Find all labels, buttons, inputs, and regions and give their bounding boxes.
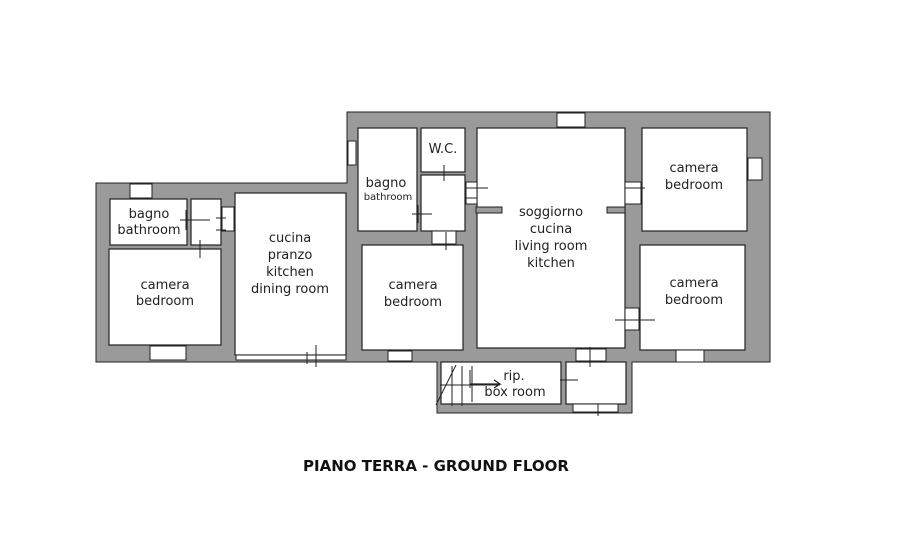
room-left-closet	[190, 198, 222, 246]
label-living-en-1: living room	[515, 239, 588, 254]
label-right-bottom-bedroom-it: camera	[669, 276, 718, 291]
plan-title: PIANO TERRA - GROUND FLOOR	[303, 457, 569, 475]
room-box-room	[440, 361, 562, 405]
label-living-it-1: soggiorno	[519, 205, 583, 220]
label-kitchen-it-2: pranzo	[268, 248, 313, 263]
room-small-entry	[565, 361, 627, 405]
label-mid-bathroom-it: bagno	[366, 176, 407, 191]
label-box-room-en: box room	[484, 385, 545, 400]
label-left-bathroom-en: bathroom	[117, 223, 180, 238]
label-kitchen-en-2: dining room	[251, 282, 329, 297]
label-right-bottom-bedroom-en: bedroom	[665, 293, 723, 308]
label-right-top-bedroom-en: bedroom	[665, 178, 723, 193]
label-living-en-2: kitchen	[527, 256, 575, 271]
room-mid-bathroom	[357, 127, 418, 232]
room-living	[476, 127, 626, 349]
label-mid-bedroom-it: camera	[388, 278, 437, 293]
label-left-bedroom-it: camera	[140, 278, 189, 293]
room-labels: bagno bathroom camera bedroom cucina pra…	[117, 142, 723, 400]
label-left-bathroom-it: bagno	[129, 207, 170, 222]
label-left-bedroom-en: bedroom	[136, 294, 194, 309]
label-mid-bedroom-en: bedroom	[384, 295, 442, 310]
room-wc	[420, 127, 466, 173]
label-kitchen-it-1: cucina	[269, 231, 311, 246]
windows-doors	[129, 112, 763, 416]
room-right-top-bedroom	[641, 127, 748, 232]
label-wc: W.C.	[429, 142, 458, 157]
room-mid-bedroom	[361, 244, 464, 351]
room-hall	[420, 174, 466, 232]
rooms	[108, 127, 748, 405]
label-mid-bathroom-en: bathroom	[364, 192, 413, 203]
label-right-top-bedroom-it: camera	[669, 161, 718, 176]
room-right-bottom-bedroom	[639, 244, 746, 351]
room-left-bathroom	[109, 198, 188, 246]
label-kitchen-en-1: kitchen	[266, 265, 314, 280]
label-living-it-2: cucina	[530, 222, 572, 237]
label-box-room-it: rip.	[503, 369, 524, 384]
room-left-bedroom	[108, 248, 222, 346]
